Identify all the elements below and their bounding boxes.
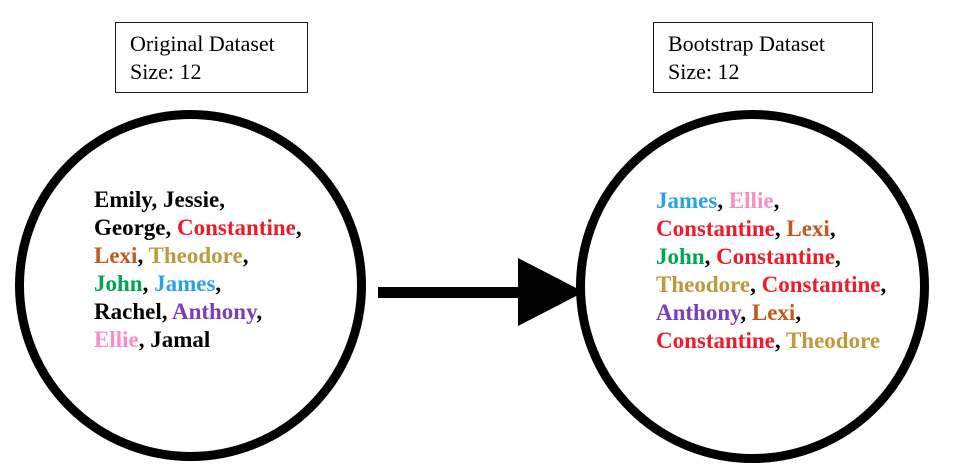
comma-separator: , xyxy=(242,243,249,268)
bootstrap-dataset-title: Bootstrap Dataset xyxy=(668,31,826,56)
name-john: John xyxy=(94,271,143,296)
comma-separator: , xyxy=(137,243,149,268)
name-line: Constantine, Theodore xyxy=(656,327,886,355)
comma-separator: , xyxy=(151,187,164,212)
comma-separator: , xyxy=(795,300,802,325)
original-dataset-circle xyxy=(15,110,366,461)
comma-separator: , xyxy=(834,244,841,269)
name-james: James xyxy=(154,271,216,296)
name-constantine: Constantine xyxy=(177,215,296,240)
comma-separator: , xyxy=(773,188,780,213)
comma-separator: , xyxy=(740,300,752,325)
name-line: John, James, xyxy=(94,270,302,298)
comma-separator: , xyxy=(165,215,178,240)
original-dataset-size: Size: 12 xyxy=(130,59,202,84)
name-constantine: Constantine xyxy=(761,272,881,297)
original-dataset-label-box: Original Dataset Size: 12 xyxy=(115,22,308,93)
comma-separator: , xyxy=(219,187,225,212)
comma-separator: , xyxy=(215,271,222,296)
name-line: James, Ellie, xyxy=(656,187,886,215)
bootstrap-dataset-label-box: Bootstrap Dataset Size: 12 xyxy=(653,22,873,93)
bootstrap-dataset-names: James, Ellie, Constantine, Lexi, John, C… xyxy=(656,187,886,355)
name-lexi: Lexi xyxy=(786,216,830,241)
name-john: John xyxy=(656,244,705,269)
name-line: Ellie, Jamal xyxy=(94,326,302,354)
name-line: Rachel, Anthony, xyxy=(94,298,302,326)
name-line: Lexi, Theodore, xyxy=(94,242,302,270)
name-lexi: Lexi xyxy=(751,300,796,325)
name-line: Theodore, Constantine, xyxy=(656,271,886,299)
name-emily: Emily xyxy=(94,187,152,212)
original-dataset-names: Emily, Jessie, George, Constantine, Lexi… xyxy=(94,186,302,354)
name-anthony: Anthony xyxy=(171,299,257,324)
name-george: George xyxy=(94,215,166,240)
comma-separator: , xyxy=(717,188,729,213)
bootstrap-dataset-size: Size: 12 xyxy=(668,59,740,84)
comma-separator: , xyxy=(256,299,263,324)
comma-separator: , xyxy=(142,271,155,296)
name-theodore: Theodore xyxy=(785,328,881,353)
name-line: Anthony, Lexi, xyxy=(656,299,886,327)
comma-separator: , xyxy=(829,216,836,241)
original-dataset-title: Original Dataset xyxy=(130,31,275,56)
comma-separator: , xyxy=(880,272,887,297)
comma-separator: , xyxy=(295,215,302,240)
name-line: Emily, Jessie, xyxy=(94,186,302,214)
name-line: George, Constantine, xyxy=(94,214,302,242)
name-line: Constantine, Lexi, xyxy=(656,215,886,243)
name-constantine: Constantine xyxy=(656,328,775,353)
comma-separator: , xyxy=(774,328,786,353)
comma-separator: , xyxy=(750,272,762,297)
comma-separator: , xyxy=(704,244,717,269)
comma-separator: , xyxy=(774,216,787,241)
sampling-arrow xyxy=(376,254,588,330)
name-constantine: Constantine xyxy=(656,216,775,241)
name-james: James xyxy=(656,188,718,213)
name-ellie: Ellie xyxy=(728,188,774,213)
name-jamal: Jamal xyxy=(150,327,211,352)
comma-separator: , xyxy=(161,299,172,324)
comma-separator: , xyxy=(138,327,151,352)
name-lexi: Lexi xyxy=(94,243,138,268)
name-ellie: Ellie xyxy=(94,327,139,352)
name-theodore: Theodore xyxy=(148,243,243,268)
name-constantine: Constantine xyxy=(716,244,835,269)
name-jessie: Jessie xyxy=(163,187,220,212)
arrow-shaft xyxy=(378,287,520,298)
name-line: John, Constantine, xyxy=(656,243,886,271)
right-arrow-icon xyxy=(378,258,584,326)
name-rachel: Rachel xyxy=(94,299,162,324)
name-theodore: Theodore xyxy=(656,272,751,297)
arrow-head xyxy=(518,258,584,326)
name-anthony: Anthony xyxy=(656,300,741,325)
bootstrap-dataset-circle xyxy=(576,110,929,463)
